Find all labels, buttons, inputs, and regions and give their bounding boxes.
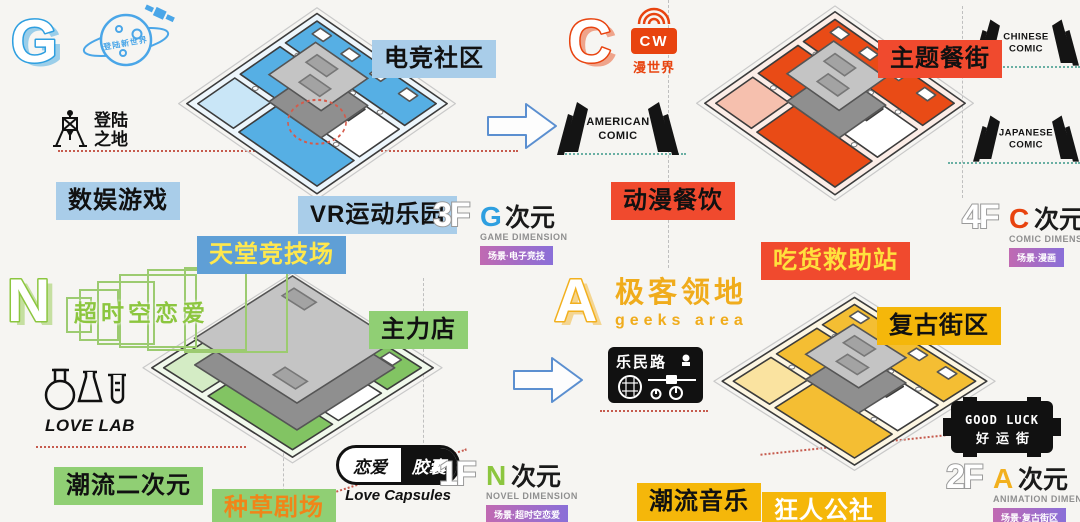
floor-logo-4f: 4F C 次元 COMIC DIMENSION 场景·漫画 [961,198,1080,267]
lab-flasks-icon [44,368,126,411]
zone-chip: VR运动乐园 [298,196,458,234]
floor-scene-badge: 场景·漫画 [1009,248,1064,267]
floor-logo-2f: 2F A 次元 ANIMATION DIMENSION 场景·复古街区 [945,458,1080,522]
svg-text:C: C [568,8,611,75]
landing-site-mark: 登陆 之地 [52,110,128,152]
a-dimension-letter-logo: A A [553,266,604,339]
svg-text:漫世界: 漫世界 [633,60,675,75]
tunnel-frame [97,281,155,345]
svg-text:JAPANESE: JAPANESE [999,128,1053,139]
love-capsules-logo: 恋爱 胶囊 Love Capsules [336,445,460,504]
zone-chip: 复古街区 [877,307,1001,345]
zone-chip: 潮流二次元 [54,467,203,505]
svg-text:N: N [486,460,506,491]
floorplan-1f [125,263,460,519]
zone-chip: 主力店 [369,311,468,349]
svg-text:次元: 次元 [511,463,561,491]
floor-logo-en: COMIC DIMENSION [1009,234,1080,244]
zone-chip: 潮流音乐 [637,483,761,521]
tunnel-frame [79,289,119,341]
good-luck-street-logo: GOOD LUCK 好运街 [943,397,1061,457]
g-dimension-letter-logo: G G [10,7,64,80]
love-capsules-text: Love Capsules [345,487,451,504]
svg-text:COMIC: COMIC [598,130,637,142]
tunnel-logo-text: 超时空恋爱 [74,300,209,326]
leader-line [558,153,686,155]
n-dimension-letter-logo: N N [6,266,57,339]
zone-chip: 吃货救助站 [761,242,910,280]
capsule-icon: 恋爱 胶囊 [336,445,460,485]
satellite-icon [144,4,175,23]
zone-chip: 数娱游戏 [56,182,180,220]
svg-text:GOOD LUCK: GOOD LUCK [965,413,1039,427]
zone-chip: 种草剧场 [212,489,336,522]
svg-text:C: C [574,12,617,79]
svg-text:AMERICAN: AMERICAN [586,116,649,128]
floor-scene-badge: 场景·超时空恋爱 [486,505,568,522]
planet-icon: 登陆新世界 [82,4,175,67]
landing-site-label: 登陆 之地 [94,111,128,149]
quadrant-4f-comic: C C CW 漫世界 AMERICAN COMIC CHINESE COMIC [545,0,1080,280]
zone-chip: 动漫餐饮 [611,182,735,220]
geeks-area-brand: 极客领地 geeks area [615,269,748,330]
c-dimension-letter-logo: C C [567,7,618,80]
leader-line [948,162,1080,164]
svg-text:次元: 次元 [505,204,555,232]
svg-text:2F: 2F [946,458,983,494]
geeks-area-en: geeks area [615,312,748,329]
leader-line [948,66,1080,68]
svg-text:A: A [554,267,597,334]
flow-arrow-top [487,103,557,149]
leader-line [36,446,246,448]
lunar-lander-icon [53,110,87,147]
quadrant-3f-game: G G 登陆新世界 [0,0,567,274]
svg-text:次元: 次元 [1018,466,1068,494]
floor-logo-en: GAME DIMENSION [480,232,568,242]
floor-logo-en: NOVEL DIMENSION [486,491,578,501]
svg-text:1F: 1F [439,455,476,491]
floor-scene-badge: 场景·电子竞技 [480,246,553,265]
zone-chip: 天堂竞技场 [197,236,346,274]
svg-text:COMIC: COMIC [1009,140,1043,151]
quadrant-2f-animation: A A 极客领地 geeks area 乐民路 复古街区 潮流音乐 狂人公社 [545,261,1080,522]
leader-line [600,410,708,412]
svg-text:N: N [13,271,56,338]
guide-line [283,448,284,522]
svg-text:COMIC: COMIC [1009,44,1043,55]
svg-text:4F: 4F [962,198,999,234]
svg-text:CHINESE: CHINESE [1003,32,1048,43]
svg-text:G: G [480,201,502,232]
japanese-comic-logo: JAPANESE COMIC [973,115,1079,162]
svg-text:N: N [7,267,50,334]
floor-logo-1f: 1F N 次元 NOVEL DIMENSION 场景·超时空恋爱 [438,455,588,522]
time-tunnel-logo: 超时空恋爱 [64,267,289,353]
american-comic-logo: AMERICAN COMIC [557,102,679,155]
floor-logo-3f: 3F G 次元 GAME DIMENSION 场景·电子竞技 [432,196,582,265]
zone-chip: 电竞社区 [372,40,496,78]
svg-text:G: G [17,12,64,79]
zone-chip: 主题餐街 [878,40,1002,78]
comic-world-logo: CW 漫世界 [631,7,677,75]
flow-arrow-bottom [513,357,583,403]
floorplan-3f [162,0,472,256]
svg-text:A: A [993,463,1013,494]
zone-chip: 狂人公社 [762,492,886,522]
floor-scene-badge: 场景·复古街区 [993,508,1066,522]
svg-text:好运街: 好运街 [975,431,1036,446]
svg-text:次元: 次元 [1034,206,1080,234]
love-lab-logo: LOVE LAB [42,353,138,436]
music-road-logo: 乐民路 [608,347,703,403]
svg-text:C: C [1009,203,1029,234]
quadrant-1f-novel: N N 超时空恋爱 LOVE LAB [0,261,577,522]
svg-text:3F: 3F [433,196,470,232]
svg-text:CW: CW [640,33,669,50]
geeks-area-cn: 极客领地 [615,277,748,309]
love-lab-text: LOVE LAB [45,416,135,435]
svg-text:G: G [11,8,58,75]
svg-text:乐民路: 乐民路 [616,353,667,371]
svg-text:A: A [560,271,603,338]
tunnel-frame [119,274,197,348]
floor-logo-en: ANIMATION DIMENSION [993,494,1080,504]
